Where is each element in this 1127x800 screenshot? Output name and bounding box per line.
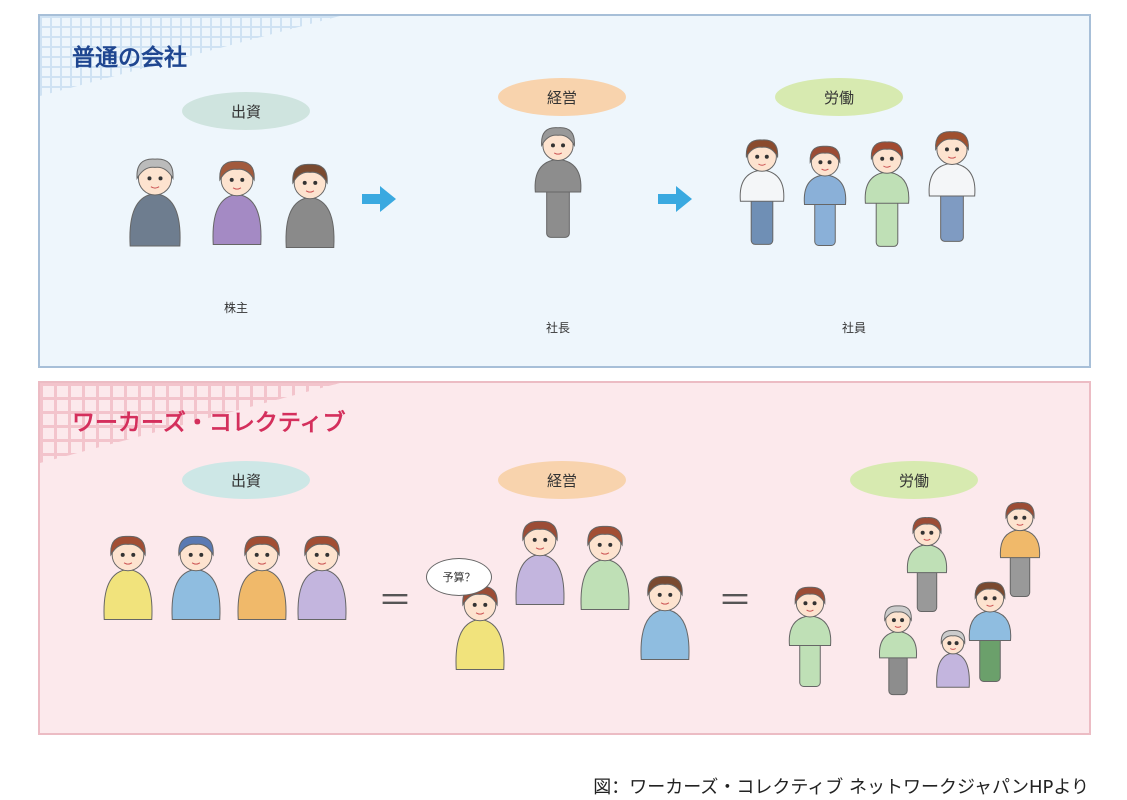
president-label: 社長	[546, 321, 571, 335]
person-illustration	[803, 145, 847, 246]
person-illustration	[788, 586, 832, 687]
figure-caption: 図：ワーカーズ・コレクティブ ネットワークジャパンHPより	[593, 777, 1089, 798]
investment-label: 出資	[182, 92, 310, 130]
person-illustration	[928, 131, 976, 242]
person-illustration	[534, 127, 582, 238]
person-illustration	[297, 535, 347, 621]
labor-label: 労働	[850, 461, 978, 499]
person-illustration	[640, 575, 690, 661]
person-illustration	[237, 535, 287, 621]
workers-collective-panel: ワーカーズ・コレクティブ 出資 経営 労働 ＝ ＝ 予算？	[38, 381, 1091, 735]
person-illustration	[103, 535, 153, 621]
person-illustration	[515, 520, 565, 606]
labor-label: 労働	[775, 78, 903, 116]
person-illustration	[455, 585, 505, 671]
management-label: 経営	[498, 461, 626, 499]
speech-bubble: 予算？	[426, 558, 492, 596]
speech-text: 予算？	[442, 571, 476, 584]
person-illustration	[285, 163, 335, 249]
panel-title: ワーカーズ・コレクティブ	[72, 410, 346, 436]
arrow-right-icon	[362, 186, 396, 212]
person-illustration	[936, 629, 970, 688]
equals-sign: ＝	[718, 581, 752, 621]
person-illustration	[906, 517, 948, 613]
people-illustrations	[129, 127, 976, 249]
person-illustration	[171, 535, 221, 621]
panel-title: 普通の会社	[72, 45, 187, 71]
management-label: 経営	[498, 78, 626, 116]
person-illustration	[580, 525, 630, 611]
shareholders-label: 株主	[224, 301, 249, 315]
employees-label: 社員	[842, 321, 867, 335]
person-illustration	[129, 158, 181, 247]
person-illustration	[739, 139, 785, 245]
person-illustration	[878, 605, 918, 696]
person-illustration	[999, 502, 1041, 598]
arrow-right-icon	[658, 186, 692, 212]
person-illustration	[212, 160, 262, 246]
people-illustrations	[103, 502, 1041, 696]
normal-company-panel: 普通の会社 出資 経営 労働 株主 社長 社員	[38, 14, 1091, 368]
investment-label: 出資	[182, 461, 310, 499]
equals-sign: ＝	[378, 581, 412, 621]
person-illustration	[968, 581, 1012, 682]
person-illustration	[864, 141, 910, 247]
